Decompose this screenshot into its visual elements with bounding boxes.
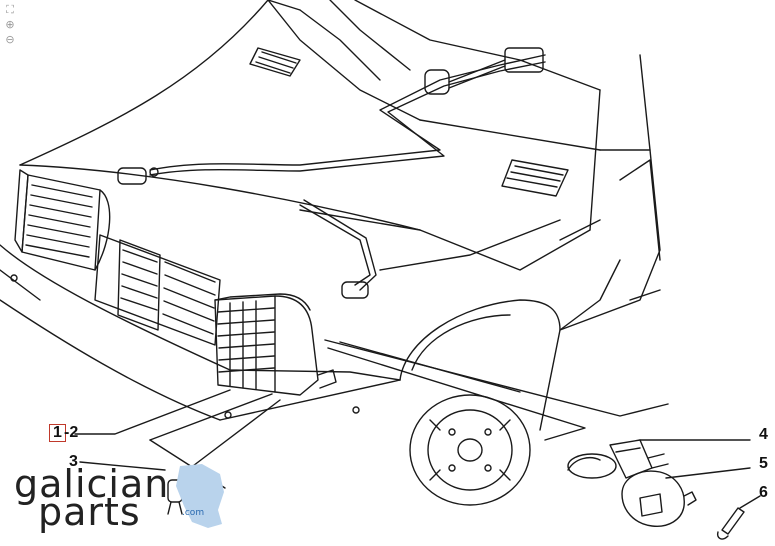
harness-connector-bottom <box>341 281 369 299</box>
front-indicator-lamp-assembly[interactable] <box>214 293 337 396</box>
galicianparts-logo: galician parts .com <box>12 462 232 534</box>
callout-2[interactable]: -2 <box>64 424 79 441</box>
wiring-harness <box>149 54 561 291</box>
indicator-bulb-holder-part-5[interactable] <box>621 467 751 527</box>
hood-vent-left <box>249 47 301 77</box>
left-headlamp <box>14 169 111 271</box>
callout-4[interactable]: 4 <box>759 426 768 443</box>
callout-1[interactable]: 1 <box>49 424 66 442</box>
logo-word-galician: galician <box>14 462 170 506</box>
harness-connector-left <box>117 167 159 185</box>
zoom-out-icon[interactable]: ⊖ <box>5 33 15 46</box>
logo-map-shape <box>176 464 224 528</box>
small-bulb-part-6[interactable] <box>716 495 761 540</box>
front-bumper <box>0 244 401 421</box>
zoom-toolbar: ⛶ ⊕ ⊖ <box>3 3 19 46</box>
harness-connector-top <box>424 47 544 95</box>
front-grille <box>94 234 221 346</box>
hood-outline <box>19 0 601 271</box>
exploded-leader-lines <box>74 339 669 489</box>
callout-3[interactable]: 3 <box>69 453 78 470</box>
windshield-outline <box>267 0 601 121</box>
front-fender <box>559 54 661 331</box>
zoom-in-icon[interactable]: ⊕ <box>5 18 15 31</box>
callout-5[interactable]: 5 <box>759 455 768 472</box>
headlight-bulb-part-4[interactable] <box>567 439 751 479</box>
logo-word-parts: parts <box>38 490 141 534</box>
hood-vent-right <box>501 159 569 197</box>
logo-suffix: .com <box>182 508 205 518</box>
fit-to-screen-icon[interactable]: ⛶ <box>6 3 14 16</box>
callout-6[interactable]: 6 <box>759 484 768 501</box>
front-wheel <box>399 299 561 506</box>
